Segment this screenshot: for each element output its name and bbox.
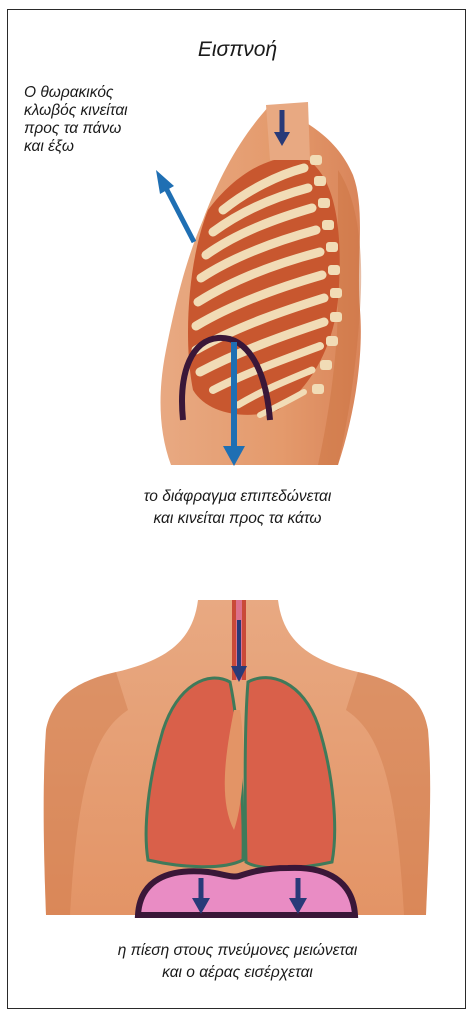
caption-line: η πίεση στους πνεύμονες μειώνεται <box>8 940 467 962</box>
diagram-frame: Εισπνοή Ο θωρακικός κλωβός κινείται προς… <box>7 9 466 1009</box>
lungs-caption: η πίεση στους πνεύμονες μειώνεται και ο … <box>8 940 467 984</box>
caption-line: και ο αέρας εισέρχεται <box>8 962 467 984</box>
lungs-illustration <box>8 10 467 1010</box>
